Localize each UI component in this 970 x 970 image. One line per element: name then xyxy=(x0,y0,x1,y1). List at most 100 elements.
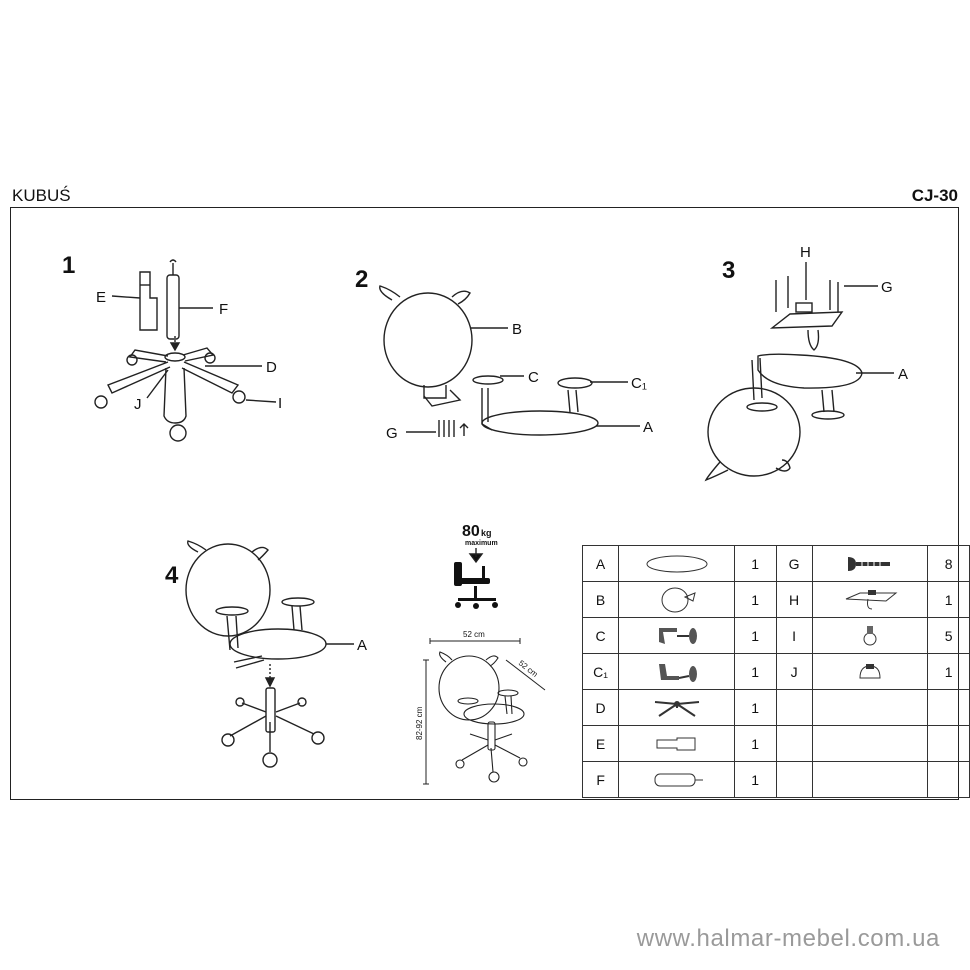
max-load-info: 80 kg maximum xyxy=(454,523,498,609)
part-letter: G xyxy=(775,545,813,582)
part-qty: 8 xyxy=(927,545,970,582)
label-g: G xyxy=(881,279,893,296)
star-base-drawing xyxy=(94,347,246,442)
max-load-value: 80 xyxy=(462,523,480,540)
part-qty: 1 xyxy=(733,617,777,654)
parts-row: B 1 H 1 xyxy=(581,581,970,618)
part-letter: C₁ xyxy=(581,653,620,690)
part-letter: C xyxy=(581,617,620,654)
seat-and-arms-drawing xyxy=(472,375,599,436)
caster-icon xyxy=(811,617,929,654)
parts-row: E 1 xyxy=(581,725,970,762)
seat-icon xyxy=(618,545,735,582)
label-a: A xyxy=(898,366,908,383)
empty-cell xyxy=(927,725,970,762)
parts-row: C 1 I 5 xyxy=(581,617,970,654)
empty-cell xyxy=(927,761,970,798)
empty-cell xyxy=(811,725,929,762)
parts-row: A 1 G 8 xyxy=(581,545,970,582)
label-f: F xyxy=(219,301,228,318)
step-1: 1 xyxy=(62,252,282,442)
label-a: A xyxy=(643,419,653,436)
part-qty: 1 xyxy=(927,653,970,690)
load-arrow-icon xyxy=(468,548,484,564)
empty-cell xyxy=(775,725,813,762)
gas-lift-cover-icon xyxy=(618,725,735,762)
base-cap-icon xyxy=(811,653,929,690)
mechanism-icon xyxy=(811,581,929,618)
part-qty: 1 xyxy=(927,581,970,618)
chair-silhouette-icon xyxy=(454,562,498,609)
part-qty: 1 xyxy=(733,545,777,582)
product-code: CJ-30 xyxy=(911,186,958,205)
part-letter: F xyxy=(581,761,620,798)
parts-table: A 1 G 8 B 1 H 1 C 1 I 5 C₁ 1 J 1 D 1 E xyxy=(581,545,970,798)
part-qty: 1 xyxy=(733,689,777,726)
step-4-number: 4 xyxy=(165,562,179,589)
step-4: 4 A xyxy=(165,540,367,768)
step-1-number: 1 xyxy=(62,252,75,279)
label-b: B xyxy=(512,321,522,338)
dimension-height: 82-92 cm xyxy=(415,706,424,740)
step-3-leaders xyxy=(805,262,894,374)
inverted-seat-drawing xyxy=(751,353,863,420)
assembled-top-drawing xyxy=(185,540,327,669)
label-j: J xyxy=(134,396,142,413)
step-3-number: 3 xyxy=(722,257,735,284)
step-2: 2 B C C₁ G A xyxy=(355,266,653,442)
part-letter: H xyxy=(775,581,813,618)
empty-cell xyxy=(811,689,929,726)
empty-cell xyxy=(927,689,970,726)
step-1-leaders xyxy=(111,295,277,403)
label-h: H xyxy=(800,244,811,261)
mechanism-drawing xyxy=(769,276,844,351)
parts-row: D 1 xyxy=(581,689,970,726)
assembled-base-drawing xyxy=(221,664,325,768)
label-c: C xyxy=(528,369,539,386)
part-letter: D xyxy=(581,689,620,726)
label-i: I xyxy=(278,395,282,412)
label-g: G xyxy=(386,425,398,442)
step-3: 3 H G A xyxy=(704,244,908,482)
part-qty: 5 xyxy=(927,617,970,654)
part-qty: 1 xyxy=(733,581,777,618)
max-load-note: maximum xyxy=(465,540,498,547)
gas-lift-icon xyxy=(618,761,735,798)
step-2-leaders xyxy=(406,327,640,433)
dimension-drawing: 52 cm 82-92 cm 52 cm xyxy=(415,630,546,785)
dimension-depth: 52 cm xyxy=(517,658,540,679)
part-letter: B xyxy=(581,581,620,618)
empty-cell xyxy=(775,689,813,726)
part-letter: A xyxy=(581,545,620,582)
inverted-backrest-drawing xyxy=(704,387,801,482)
backrest-drawing xyxy=(379,285,473,407)
product-name: KUBUŚ xyxy=(12,186,71,205)
part-qty: 1 xyxy=(733,761,777,798)
part-qty: 1 xyxy=(733,653,777,690)
label-d: D xyxy=(266,359,277,376)
backrest-icon xyxy=(618,581,735,618)
screw-icon xyxy=(811,545,929,582)
empty-cell xyxy=(775,761,813,798)
empty-cell xyxy=(811,761,929,798)
step-2-screws xyxy=(438,420,469,437)
label-a: A xyxy=(357,637,367,654)
website-url[interactable]: www.halmar-mebel.com.ua xyxy=(636,925,940,952)
star-base-icon xyxy=(618,689,735,726)
part-qty: 1 xyxy=(733,725,777,762)
parts-row: C₁ 1 J 1 xyxy=(581,653,970,690)
armrest-mirror-icon xyxy=(618,653,735,690)
part-letter: J xyxy=(775,653,813,690)
small-chair-drawing xyxy=(438,651,528,783)
armrest-icon xyxy=(618,617,735,654)
dimension-width: 52 cm xyxy=(463,630,485,639)
part-letter: E xyxy=(581,725,620,762)
instruction-frame xyxy=(10,207,959,800)
part-letter: I xyxy=(775,617,813,654)
step-2-number: 2 xyxy=(355,266,368,293)
parts-row: F 1 xyxy=(581,761,970,798)
max-load-unit: kg xyxy=(481,528,492,538)
gas-lift-cover-drawing xyxy=(139,271,158,331)
label-c1: C₁ xyxy=(631,375,647,392)
